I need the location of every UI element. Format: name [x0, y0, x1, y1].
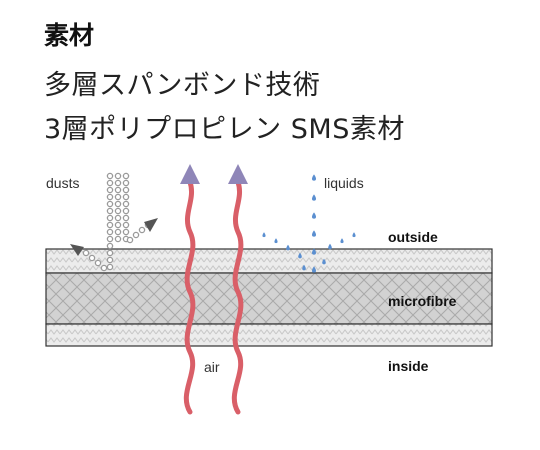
- microfibre-label: microfibre: [388, 293, 457, 309]
- dust-particle: [114, 193, 122, 201]
- dust-particle: [100, 264, 108, 272]
- dust-particle: [122, 186, 130, 194]
- inside-layer: [45, 323, 493, 347]
- dust-particle: [114, 235, 122, 243]
- dust-particle: [106, 256, 114, 264]
- air-arrow-head-left: [180, 164, 200, 184]
- dust-particle: [122, 193, 130, 201]
- dust-particle: [132, 231, 140, 239]
- dust-particle: [122, 221, 130, 229]
- dust-particle: [106, 172, 114, 180]
- dust-particle: [106, 242, 114, 250]
- dust-particle: [106, 249, 114, 257]
- dust-particle: [114, 214, 122, 222]
- liquid-droplet: [311, 194, 317, 201]
- inside-label: inside: [388, 358, 429, 374]
- air-flow-arrow-left: [183, 179, 196, 415]
- dust-particle: [114, 221, 122, 229]
- liquid-droplet: [340, 238, 344, 244]
- dust-particle: [122, 179, 130, 187]
- dust-particle: [114, 172, 122, 180]
- dust-particle: [106, 200, 114, 208]
- liquid-droplet: [311, 248, 317, 255]
- dust-particle: [122, 228, 130, 236]
- dust-particle: [106, 263, 114, 271]
- liquid-droplets: [262, 174, 356, 273]
- air-flow-arrow-right: [231, 179, 244, 415]
- subtitle-technology: 多層スパンボンド技術: [44, 70, 321, 101]
- dust-particle: [106, 228, 114, 236]
- dust-particle: [82, 249, 90, 257]
- liquid-droplet: [311, 212, 317, 219]
- outside-label: outside: [388, 229, 438, 245]
- liquid-droplet: [311, 230, 317, 237]
- liquid-droplet: [328, 243, 332, 250]
- dust-particle: [106, 221, 114, 229]
- dust-particle: [122, 207, 130, 215]
- dust-particle: [122, 172, 130, 180]
- liquid-droplet: [302, 264, 306, 271]
- liquid-droplet: [274, 238, 278, 244]
- dust-particle: [114, 179, 122, 187]
- dust-particle: [106, 235, 114, 243]
- air-label: air: [204, 359, 220, 375]
- liquids-label: liquids: [324, 175, 364, 191]
- dust-particle: [106, 214, 114, 222]
- liquid-droplet: [322, 258, 326, 265]
- dust-arrow-head-left: [70, 244, 84, 256]
- air-arrow-head-right: [228, 164, 248, 184]
- subtitle-material: 3層ポリプロピレン SMS素材: [44, 114, 405, 145]
- liquid-droplet: [352, 232, 356, 238]
- dust-particle: [122, 200, 130, 208]
- dust-particle: [138, 226, 146, 234]
- dust-particle: [106, 179, 114, 187]
- dust-particle: [126, 236, 134, 244]
- dust-particle: [122, 214, 130, 222]
- dust-particle: [106, 193, 114, 201]
- dust-arrow-head-right: [144, 218, 158, 232]
- dust-particle: [106, 207, 114, 215]
- dust-particle: [114, 200, 122, 208]
- liquid-droplet: [311, 174, 317, 181]
- outside-layer: [45, 248, 493, 274]
- dust-particle: [106, 186, 114, 194]
- liquid-droplet: [262, 232, 266, 238]
- dust-particle: [88, 254, 96, 262]
- dust-particle: [114, 186, 122, 194]
- liquid-droplet: [286, 244, 290, 251]
- dusts-label: dusts: [46, 175, 79, 191]
- dust-particle: [94, 259, 102, 267]
- liquid-droplet: [298, 252, 302, 259]
- page-title: 素材: [44, 21, 95, 50]
- dust-particle: [114, 228, 122, 236]
- dust-particle: [114, 207, 122, 215]
- liquid-droplet: [311, 266, 317, 273]
